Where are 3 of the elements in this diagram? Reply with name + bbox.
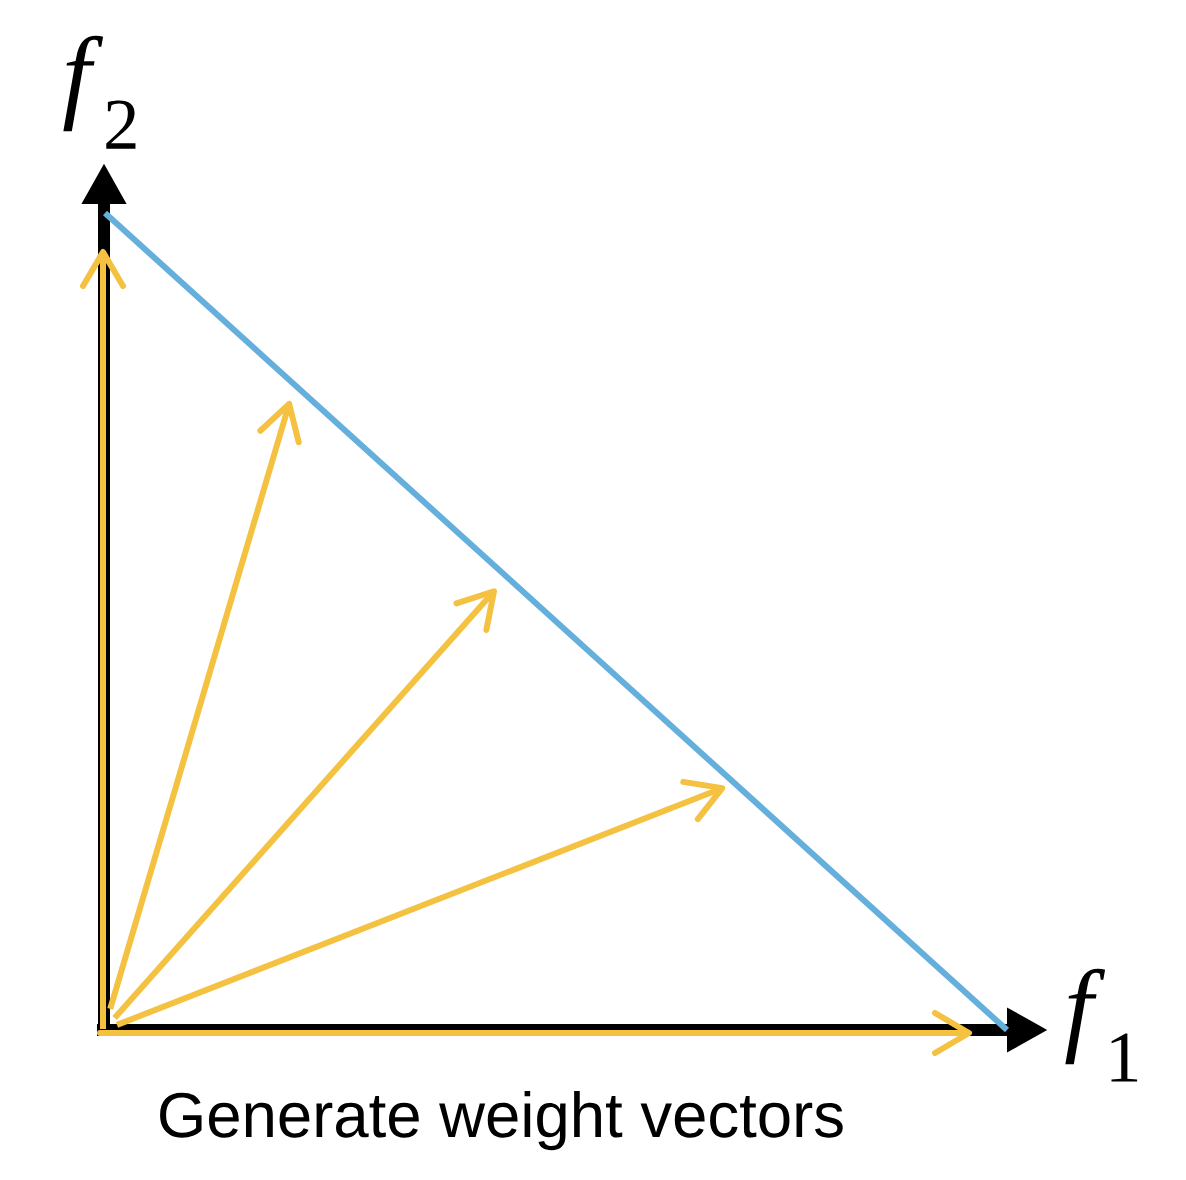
axis-label: f$_{1}$ bbox=[1065, 968, 1138, 1082]
caption: Generate weight vectors bbox=[160, 1091, 843, 1151]
axis-label: f$_{2}$ bbox=[63, 35, 136, 149]
